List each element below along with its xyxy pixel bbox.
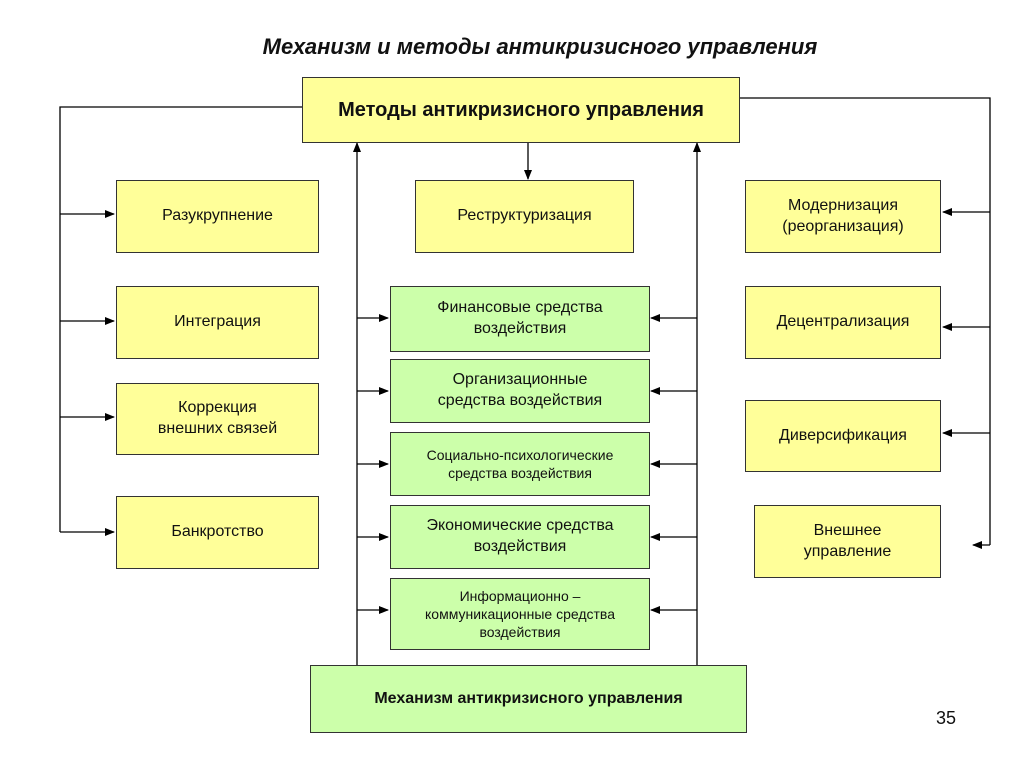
left-box-1: Разукрупнение [116, 180, 319, 253]
right-box-1: Модернизация (реорганизация) [745, 180, 941, 253]
middle-box-3: Социально-психологические средства возде… [390, 432, 650, 496]
middle-box-2: Организационные средства воздействия [390, 359, 650, 423]
middle-box-4-label: Экономические средства воздействия [426, 517, 614, 555]
right-box-3-label: Диверсификация [779, 426, 907, 444]
mechanism-label: Механизм антикризисного управления [374, 689, 683, 707]
right-box-3: Диверсификация [745, 400, 941, 472]
right-trunk-line [740, 97, 991, 545]
middle-box-4: Экономические средства воздействия [390, 505, 650, 569]
root-box: Методы антикризисного управления [302, 77, 740, 143]
right-box-4-label: Внешнее управление [803, 521, 892, 560]
restructuring-box: Реструктуризация [415, 180, 634, 253]
left-box-2: Интеграция [116, 286, 319, 359]
left-box-2-label: Интеграция [174, 313, 261, 331]
right-box-4: Внешнее управление [754, 505, 941, 578]
right-box-2-label: Децентрализация [776, 313, 910, 331]
root-label: Методы антикризисного управления [338, 99, 704, 121]
middle-box-5-label: Информационно – коммуникационные средств… [425, 587, 615, 641]
right-box-1-label: Модернизация (реорганизация) [782, 196, 904, 235]
mechanism-box: Механизм антикризисного управления [310, 665, 747, 733]
left-box-3-label: Коррекция внешних связей [157, 399, 278, 437]
middle-box-2-label: Организационные средства воздействия [437, 371, 603, 409]
middle-box-5: Информационно – коммуникационные средств… [390, 578, 650, 650]
middle-box-3-label: Социально-психологические средства возде… [426, 446, 614, 481]
right-box-2: Децентрализация [745, 286, 941, 359]
left-trunk-line [59, 106, 302, 532]
middle-box-1-label: Финансовые средства воздействия [437, 299, 603, 337]
left-box-4-label: Банкротство [171, 523, 264, 541]
middle-box-1: Финансовые средства воздействия [390, 286, 650, 352]
left-box-3: Коррекция внешних связей [116, 383, 319, 455]
page-number: 35 [936, 708, 957, 728]
slide-title: Механизм и методы антикризисного управле… [262, 34, 818, 59]
left-box-1-label: Разукрупнение [162, 207, 273, 225]
restructuring-label: Реструктуризация [457, 207, 592, 225]
left-box-4: Банкротство [116, 496, 319, 569]
